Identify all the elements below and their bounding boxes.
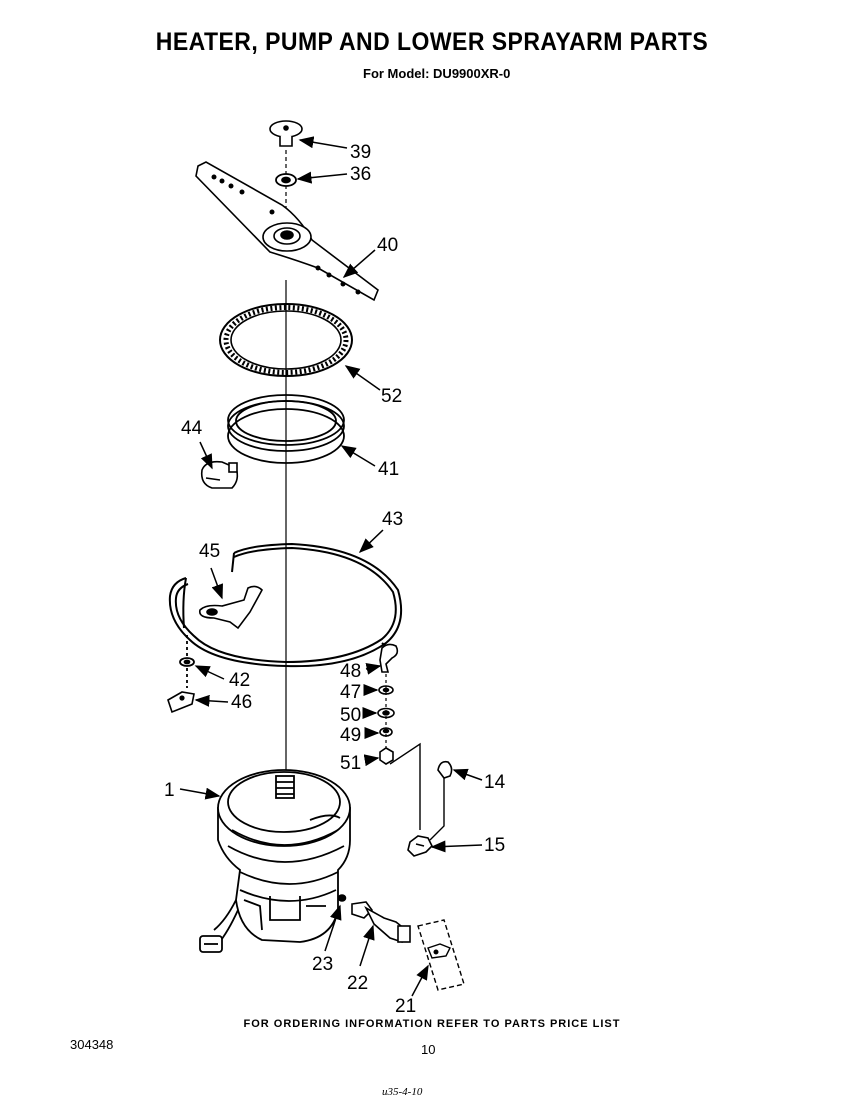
part-36-washer: [275, 173, 297, 187]
part-51-nut: [379, 747, 394, 765]
part-21-bracket: [417, 919, 465, 991]
callout-43: 43: [382, 509, 403, 530]
part-40-spray-arm: [195, 161, 379, 302]
model-subtitle: For Model: DU9900XR-0: [363, 66, 511, 81]
page-title: HEATER, PUMP AND LOWER SPRAYARM PARTS: [155, 28, 709, 56]
callout-47: 47: [340, 682, 361, 703]
part-52-filter-ring: [219, 303, 353, 377]
part-15-clip: [407, 835, 433, 857]
callout-45: 45: [199, 541, 220, 562]
callout-22: 22: [347, 973, 368, 994]
callout-49: 49: [340, 725, 361, 746]
part-22-thermostat: [351, 901, 411, 944]
callout-leaders: [179, 136, 483, 997]
part-41-ring-housing: [227, 394, 345, 464]
callout-21: 21: [395, 996, 416, 1017]
callout-23: 23: [312, 954, 333, 975]
callout-46: 46: [231, 692, 252, 713]
callout-40: 40: [377, 235, 398, 256]
callout-36: 36: [350, 164, 371, 185]
callout-48: 48: [340, 661, 361, 682]
handwritten-note: u35-4-10: [382, 1086, 423, 1098]
callout-42: 42: [229, 670, 250, 691]
part-23-grommet: [337, 894, 347, 902]
callout-52: 52: [381, 386, 402, 407]
part-42-grommet: [179, 635, 195, 688]
part-44-clip: [200, 460, 239, 489]
part-39-cap: [269, 120, 303, 147]
part-48-terminal: [379, 643, 399, 673]
wire-lead: [389, 742, 445, 841]
ordering-note: FOR ORDERING INFORMATION REFER TO PARTS …: [243, 1018, 621, 1030]
callout-14: 14: [484, 772, 506, 793]
page-number: 10: [421, 1042, 436, 1057]
callout-39: 39: [350, 142, 371, 163]
callout-labels: 39 36 40 52 44 41 43 45 42 46 48 47 50 4…: [164, 142, 506, 1017]
part-14-terminal: [437, 760, 453, 779]
callout-41: 41: [378, 459, 399, 480]
callout-50: 50: [340, 705, 361, 726]
document-number: 304348: [70, 1037, 114, 1052]
callout-51: 51: [340, 753, 361, 774]
part-46-clip: [167, 691, 195, 714]
callout-15: 15: [484, 835, 505, 856]
part-45-bracket: [198, 585, 263, 630]
part-1-pump-motor: [199, 769, 351, 953]
callout-1: 1: [164, 780, 175, 801]
part-43-heater-element: [168, 542, 402, 668]
callout-44: 44: [181, 418, 203, 439]
